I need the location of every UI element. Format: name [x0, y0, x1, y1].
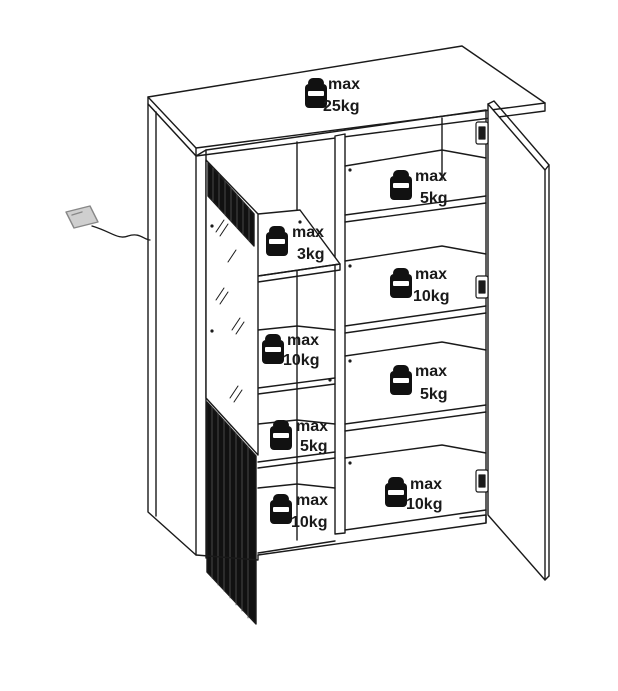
load-label-max: max: [296, 492, 329, 509]
load-label-max: max: [410, 476, 443, 493]
load-label-weight: 5kg: [420, 386, 448, 403]
cabinet-base: [195, 554, 259, 561]
load-label-weight: 10kg: [291, 514, 328, 531]
load-label-weight: 5kg: [420, 190, 448, 207]
hinge-icon: [475, 121, 489, 493]
load-label-max: max: [415, 363, 448, 380]
weight-icon: [390, 365, 412, 395]
load-label-max: max: [415, 168, 448, 185]
center-divider: [334, 133, 346, 535]
weight-icon: [385, 477, 407, 507]
load-label-weight: 5kg: [300, 438, 328, 455]
weight-icon: [390, 170, 412, 200]
weight-icon: [262, 334, 284, 364]
load-label-max: max: [296, 418, 329, 435]
weight-icon: [270, 420, 292, 450]
load-label-max: max: [292, 224, 325, 241]
load-label-max: max: [287, 332, 320, 349]
weight-icon: [390, 268, 412, 298]
weight-icon: [305, 78, 327, 108]
load-label-weight: 10kg: [406, 496, 443, 513]
load-label-weight: 25kg: [323, 98, 360, 115]
left-door-bottom-slats: [206, 401, 257, 625]
right-door: [487, 103, 546, 581]
load-label-weight: 10kg: [413, 288, 450, 305]
power-plug-icon: [65, 205, 99, 229]
right-shelves: [344, 117, 487, 531]
cabinet-back: [205, 109, 487, 556]
weight-icon: [270, 494, 292, 524]
load-label-weight: 3kg: [297, 246, 325, 263]
load-label-weight: 10kg: [283, 352, 320, 369]
load-label-max: max: [328, 76, 361, 93]
load-label-max: max: [415, 266, 448, 283]
weight-icon: [266, 226, 288, 256]
left-side-panel: [147, 103, 197, 556]
power-cable: [91, 225, 151, 241]
